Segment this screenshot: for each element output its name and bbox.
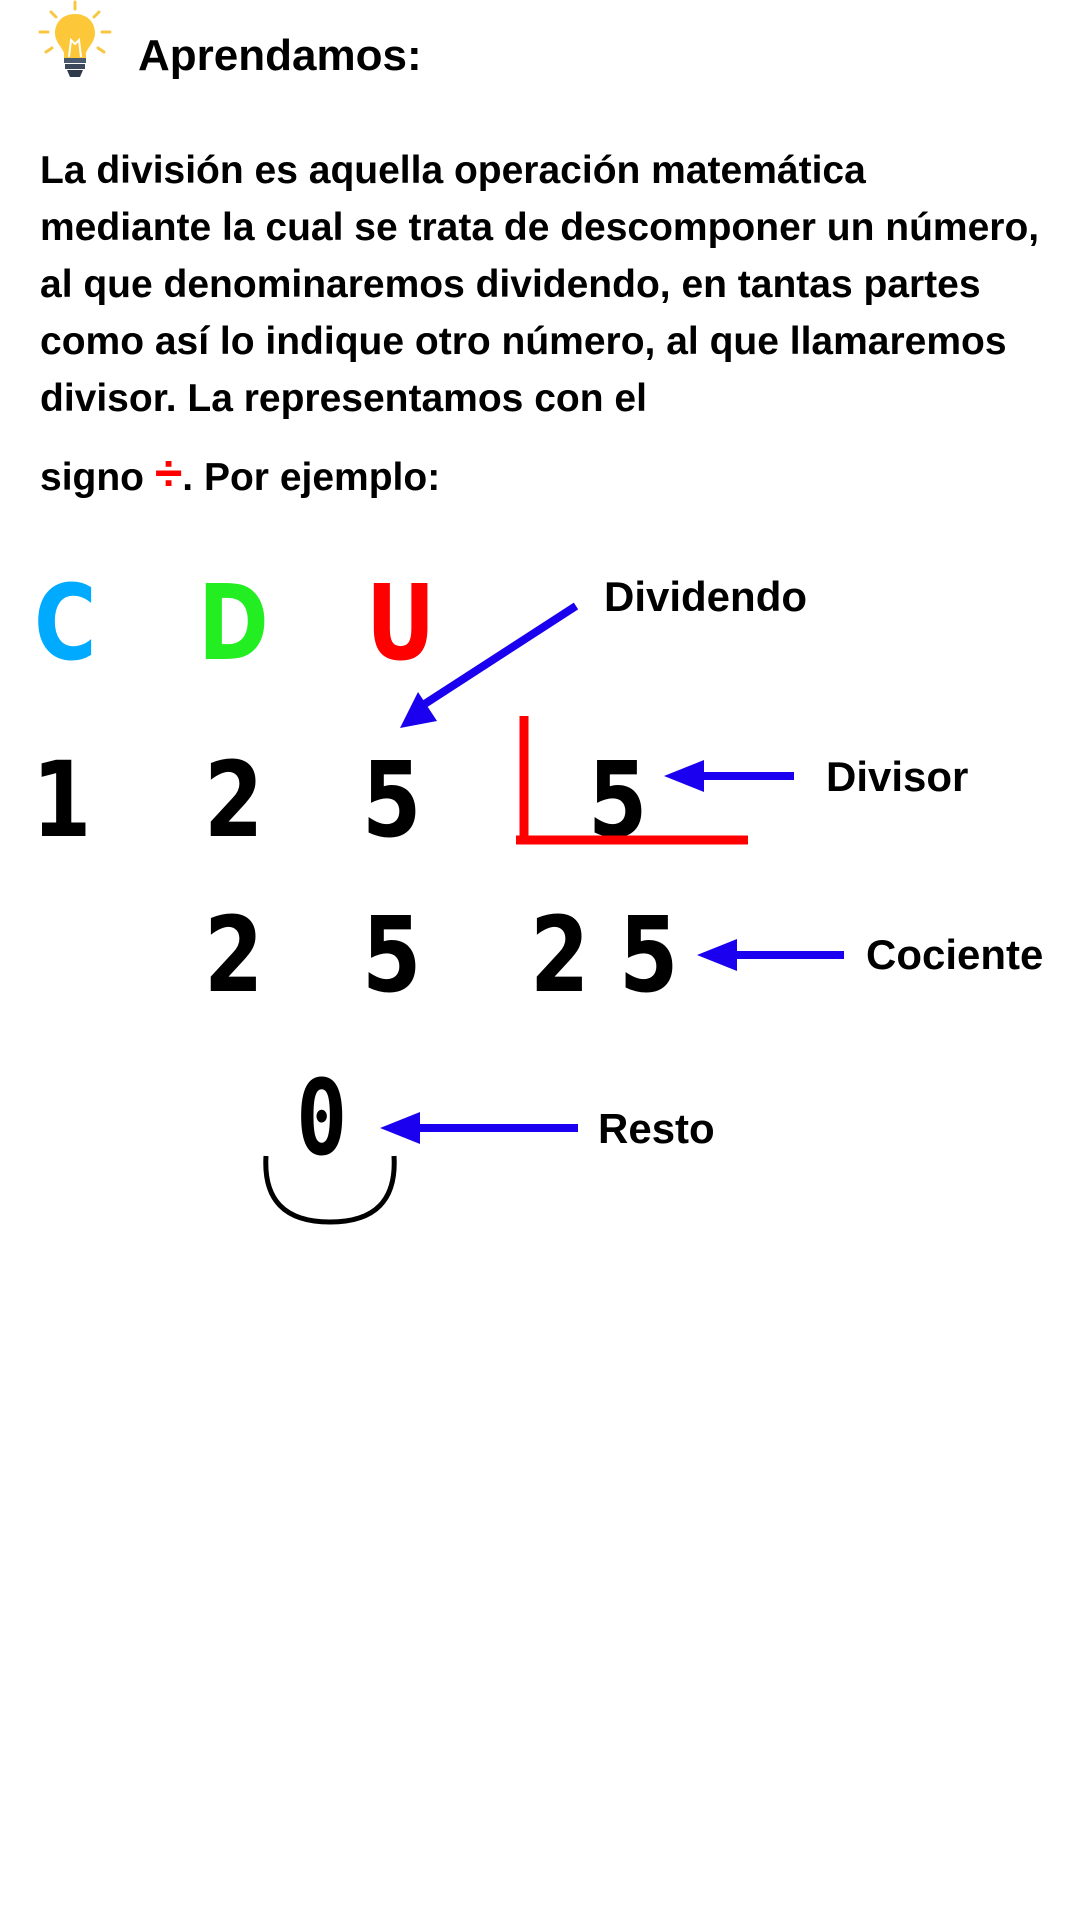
divisor-arrow — [664, 760, 794, 792]
division-sign-symbol: ÷ — [154, 445, 183, 501]
partial-digit-tens: 2 — [204, 894, 264, 1016]
remainder-label: Resto — [598, 1105, 715, 1152]
definition-text: La división es aquella operación matemát… — [40, 149, 1040, 420]
place-value-hundreds: C — [34, 562, 97, 684]
divisor-label: Divisor — [826, 753, 969, 800]
page-title: Aprendamos: — [138, 31, 422, 80]
dividend-digit-hundreds: 1 — [32, 739, 92, 861]
dividend-digit-units: 5 — [362, 739, 422, 861]
definition-paragraph: La división es aquella operación matemát… — [40, 142, 1040, 506]
partial-digit-units: 5 — [362, 894, 422, 1016]
divisor-digit: 5 — [588, 739, 648, 861]
dividend-label: Dividendo — [604, 573, 808, 620]
remainder-digit: 0 — [296, 1057, 348, 1179]
dividend-digit-tens: 2 — [204, 739, 264, 861]
remainder-arrow — [380, 1112, 578, 1144]
definition-last-line: signo ÷. Por ejemplo: — [40, 445, 1040, 506]
quotient-label: Cociente — [866, 931, 1044, 978]
place-value-units: U — [366, 562, 436, 684]
example-intro-text: . Por ejemplo: — [182, 456, 441, 499]
place-value-tens: D — [198, 562, 269, 684]
lightbulb-icon — [38, 0, 112, 77]
quotient-arrow — [697, 939, 844, 971]
sign-intro-text: signo — [40, 456, 155, 499]
quotient-value: 2 5 — [530, 894, 679, 1016]
